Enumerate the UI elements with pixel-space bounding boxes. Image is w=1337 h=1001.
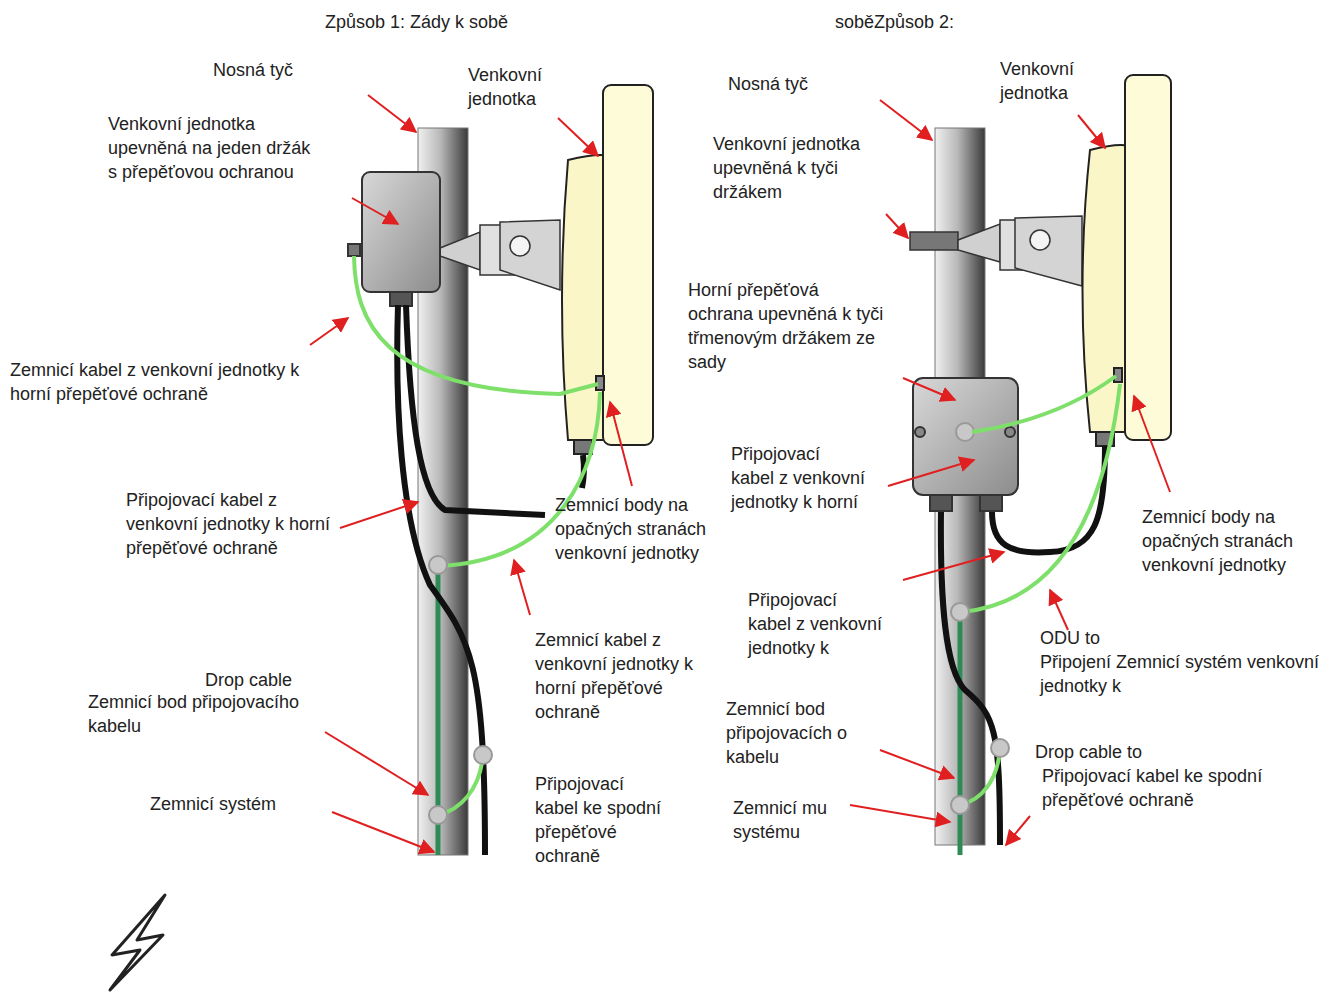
drawing-part (610, 402, 632, 486)
callout-label: Připojovací kabel ke spodní přepěťové oc… (1042, 764, 1332, 812)
surge-protector (348, 172, 440, 306)
drawing-part (310, 318, 348, 345)
drawing-part (903, 378, 955, 400)
drawing-part (1005, 427, 1015, 437)
callout-label: Zemnicí kabel z venkovní jednotky k horn… (535, 628, 710, 724)
ground-wire (972, 376, 1116, 432)
drawing-part (514, 560, 530, 615)
drawing-part (390, 292, 412, 306)
drawing-part (958, 224, 1000, 262)
ground-point (956, 423, 974, 441)
drawing-part (991, 739, 1009, 757)
callout-label: Připojovací kabel z venkovní jednotky k … (126, 488, 338, 560)
callout-label: Venkovní jednotka (468, 63, 588, 111)
mount-bracket (910, 216, 1082, 286)
drawing-part (368, 95, 416, 132)
drawing-part (1006, 816, 1030, 845)
drawing-part (340, 502, 418, 528)
drawing-part (440, 232, 480, 270)
drawing-part (332, 812, 434, 852)
ground-wire (962, 384, 1120, 612)
callout-label: Zemnicí bod připojovacích o kabelu (726, 697, 871, 769)
drawing-part (951, 796, 969, 814)
callout-label: Způsob 1: Zády k sobě (325, 10, 605, 34)
mount-bracket (440, 220, 560, 290)
callout-label: Venkovní jednotka upevněná k tyči držáke… (713, 132, 873, 204)
drawing-part (510, 236, 530, 256)
drawing-part (558, 118, 598, 156)
callout-label: Zemnicí bod připojovacího kabelu (88, 690, 313, 738)
callout-label: Připojovací kabel z venkovní jednotky k … (731, 442, 866, 514)
drawing-part (362, 172, 440, 292)
drawing-part (429, 556, 447, 574)
callout-label: ODU to (1040, 626, 1140, 650)
drawing-part (348, 244, 360, 256)
drawing-part (888, 460, 974, 486)
drawing-part (951, 603, 969, 621)
drawing-part (903, 552, 1004, 580)
drawing-part (910, 232, 958, 250)
drawing-part (352, 198, 398, 224)
drawing-part (880, 750, 954, 778)
callout-label: Nosná tyč (728, 72, 868, 96)
drawing-part (429, 806, 447, 824)
callout-label: soběZpůsob 2: (835, 10, 1035, 34)
lightning-symbol (110, 895, 165, 990)
callout-label: Zemnicí body na opačných stranách venkov… (1142, 505, 1332, 577)
drawing-part (1125, 75, 1171, 440)
callout-label: Připojovací kabel z venkovní jednotky k (748, 588, 883, 660)
callout-label: Zemnicí mu systému (733, 796, 838, 844)
callout-label: Zemnicí systém (150, 792, 330, 816)
connecting-cable (406, 305, 545, 515)
leader-arrow (310, 95, 1170, 852)
ground-system (958, 612, 963, 855)
drawing-part (325, 732, 428, 795)
ground-wire (438, 755, 483, 815)
drawing-part (1078, 115, 1105, 148)
callout-label: Zemnicí body na opačných stranách venkov… (555, 493, 715, 565)
callout-label: Drop cable to (1035, 740, 1195, 764)
drawing-part (850, 805, 950, 822)
drawing-part (930, 495, 952, 511)
drawing-part (913, 378, 1018, 495)
drawing-part (880, 100, 932, 140)
surge-protector (913, 378, 1018, 511)
drawing-part (1015, 216, 1082, 286)
drawing-part (500, 220, 560, 290)
callout-label: Nosná tyč (213, 58, 343, 82)
callout-label: Zemnicí kabel z venkovní jednotky k horn… (10, 358, 305, 406)
callout-label: Venkovní jednotka upevněná na jeden držá… (108, 112, 323, 184)
drawing-part (915, 427, 925, 437)
callout-label: Připojení Zemnicí systém venkovní jednot… (1040, 650, 1330, 698)
drawing-part (1030, 230, 1050, 250)
ground-point (429, 556, 492, 824)
drawing-part (603, 85, 653, 445)
drawing-part (474, 746, 492, 764)
ground-wire (354, 256, 598, 394)
callout-label: Připojovací kabel ke spodní přepěťové oc… (535, 772, 665, 868)
connecting-cable (992, 446, 1105, 553)
callout-label: Venkovní jednotka (1000, 57, 1120, 105)
ground-point (951, 603, 1009, 814)
callout-label: Drop cable (205, 668, 335, 692)
drawing-part (1050, 590, 1068, 630)
drawing-part (980, 495, 1002, 511)
ground-wire (440, 392, 600, 566)
callout-label: Horní přepěťová ochrana upevněná k tyči … (688, 278, 888, 374)
ground-wire (960, 748, 1000, 805)
drawing-part (1134, 396, 1170, 492)
drawing-part (886, 214, 908, 238)
outdoor-unit (562, 85, 653, 454)
